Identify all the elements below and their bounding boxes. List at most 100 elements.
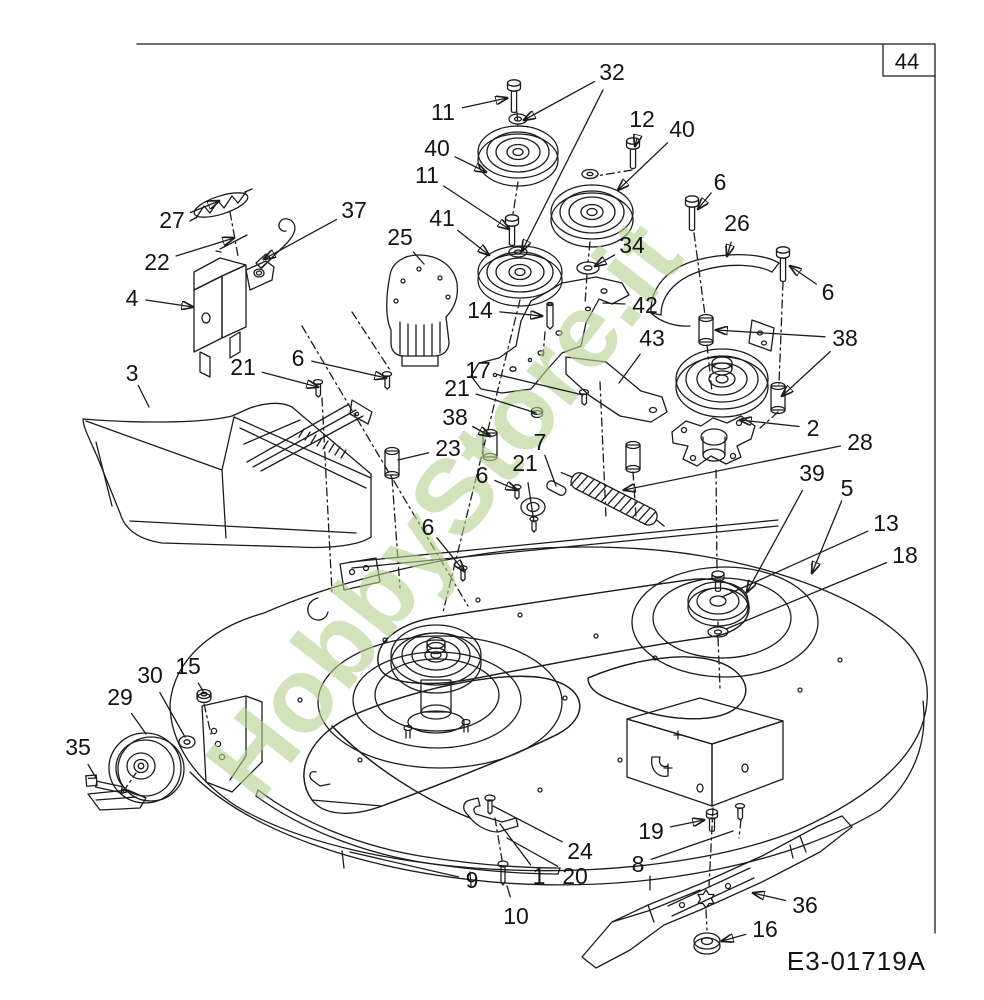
spacer-38-upper (698, 313, 714, 347)
part-number-15: 15 (175, 653, 201, 679)
leader-line-21 (527, 482, 535, 523)
part-number-30: 30 (137, 662, 163, 688)
part-number-37: 37 (341, 197, 367, 223)
part-number-24: 24 (567, 838, 593, 864)
callout-38: 38 (442, 404, 490, 436)
leader-line-38 (716, 330, 826, 338)
leader-line-40 (454, 156, 486, 172)
callout-14: 14 (467, 297, 542, 323)
idler-pulley-left (477, 125, 559, 187)
part-number-8: 8 (632, 851, 645, 877)
callout-23: 23 (397, 435, 461, 461)
leader-line-28 (624, 445, 842, 490)
leader-line-18 (725, 561, 888, 630)
callout-10: 10 (503, 885, 529, 929)
part-number-20: 20 (562, 863, 588, 889)
callout-40: 40 (424, 135, 486, 172)
cover-25 (386, 254, 459, 367)
callout-21: 21 (230, 354, 318, 387)
part-number-10: 10 (503, 903, 529, 929)
callout-19: 19 (638, 818, 704, 844)
leader-line-37 (264, 218, 338, 259)
bolt-19b (734, 802, 746, 821)
leader-line-12 (635, 138, 637, 146)
bolt-6-chute (381, 370, 393, 390)
part-number-18: 18 (892, 542, 918, 568)
leader-line-16 (722, 934, 747, 941)
part-number-22: 22 (144, 249, 170, 275)
callout-21: 21 (444, 375, 537, 414)
leader-line-9 (349, 851, 460, 878)
leader-line-19 (669, 820, 704, 828)
leader-line-15 (197, 682, 204, 692)
part-number-19: 19 (638, 818, 664, 844)
leader-line-43 (618, 353, 641, 384)
leader-line-40 (618, 142, 669, 190)
part-number-39: 39 (799, 460, 825, 486)
callout-2: 2 (740, 415, 819, 441)
callout-27: 27 (159, 201, 219, 233)
callout-1: 1 (499, 823, 545, 889)
leader-line-38 (471, 425, 490, 437)
part-number-25: 25 (387, 224, 413, 250)
screw-10 (497, 860, 509, 886)
part-number-21: 21 (230, 354, 256, 380)
mounting-bracket-42 (470, 276, 630, 394)
leader-line-25 (412, 251, 425, 265)
wheel-bracket (201, 695, 263, 793)
front-trim-9 (255, 789, 561, 875)
callout-40: 40 (618, 116, 695, 190)
callout-18: 18 (725, 542, 918, 630)
leader-line-32 (524, 80, 596, 120)
front-latch-1 (309, 770, 519, 833)
bolt-17 (578, 388, 590, 406)
leader-line-30 (159, 691, 186, 738)
part-number-11: 11 (431, 99, 455, 125)
stud-14 (546, 301, 554, 330)
part-number-32: 32 (599, 59, 625, 85)
callout-20: 20 (506, 837, 588, 889)
part-number-34: 34 (619, 232, 645, 258)
part-number-38: 38 (832, 325, 858, 351)
callout-30: 30 (137, 662, 186, 738)
part-number-23: 23 (435, 435, 461, 461)
callout-35: 35 (65, 734, 97, 779)
blade-36 (581, 815, 853, 969)
part-number-42: 42 (632, 292, 658, 318)
box-bracket-8 (626, 697, 784, 807)
callout-42: 42 (602, 292, 658, 318)
leader-line-6 (790, 266, 818, 285)
leader-line-5 (812, 500, 843, 573)
leader-line-4 (145, 299, 193, 307)
callout-6: 6 (476, 462, 517, 490)
callout-4: 4 (126, 285, 193, 311)
leader-line-34 (595, 254, 616, 266)
j-hook-pin-37 (255, 218, 296, 269)
callout-11: 11 (415, 162, 509, 229)
leader-line-41 (457, 229, 489, 255)
leader-line-13 (721, 530, 869, 598)
spacer-38-lower (770, 381, 786, 415)
leader-line-8 (650, 830, 734, 861)
leader-line-11 (443, 185, 509, 229)
callout-16: 16 (722, 916, 778, 942)
deck-rear-bracket (307, 557, 381, 621)
leader-line-42 (602, 302, 626, 305)
part-number-4: 4 (126, 285, 139, 311)
leader-line-1 (499, 823, 532, 866)
part-number-9: 9 (466, 867, 479, 893)
assembly-centerlines (122, 111, 784, 931)
part-number-43: 43 (639, 325, 665, 351)
leader-line-7 (544, 454, 557, 487)
part-number-13: 13 (873, 510, 899, 536)
leader-line-21 (261, 371, 318, 387)
callout-5: 5 (812, 475, 853, 573)
part-number-2: 2 (807, 415, 820, 441)
callout-12: 12 (629, 106, 655, 146)
callout-15: 15 (175, 653, 204, 692)
callout-11: 11 (431, 98, 507, 125)
leader-line-39 (747, 489, 804, 592)
bolt-11-top (506, 79, 522, 114)
part-number-27: 27 (159, 207, 185, 233)
